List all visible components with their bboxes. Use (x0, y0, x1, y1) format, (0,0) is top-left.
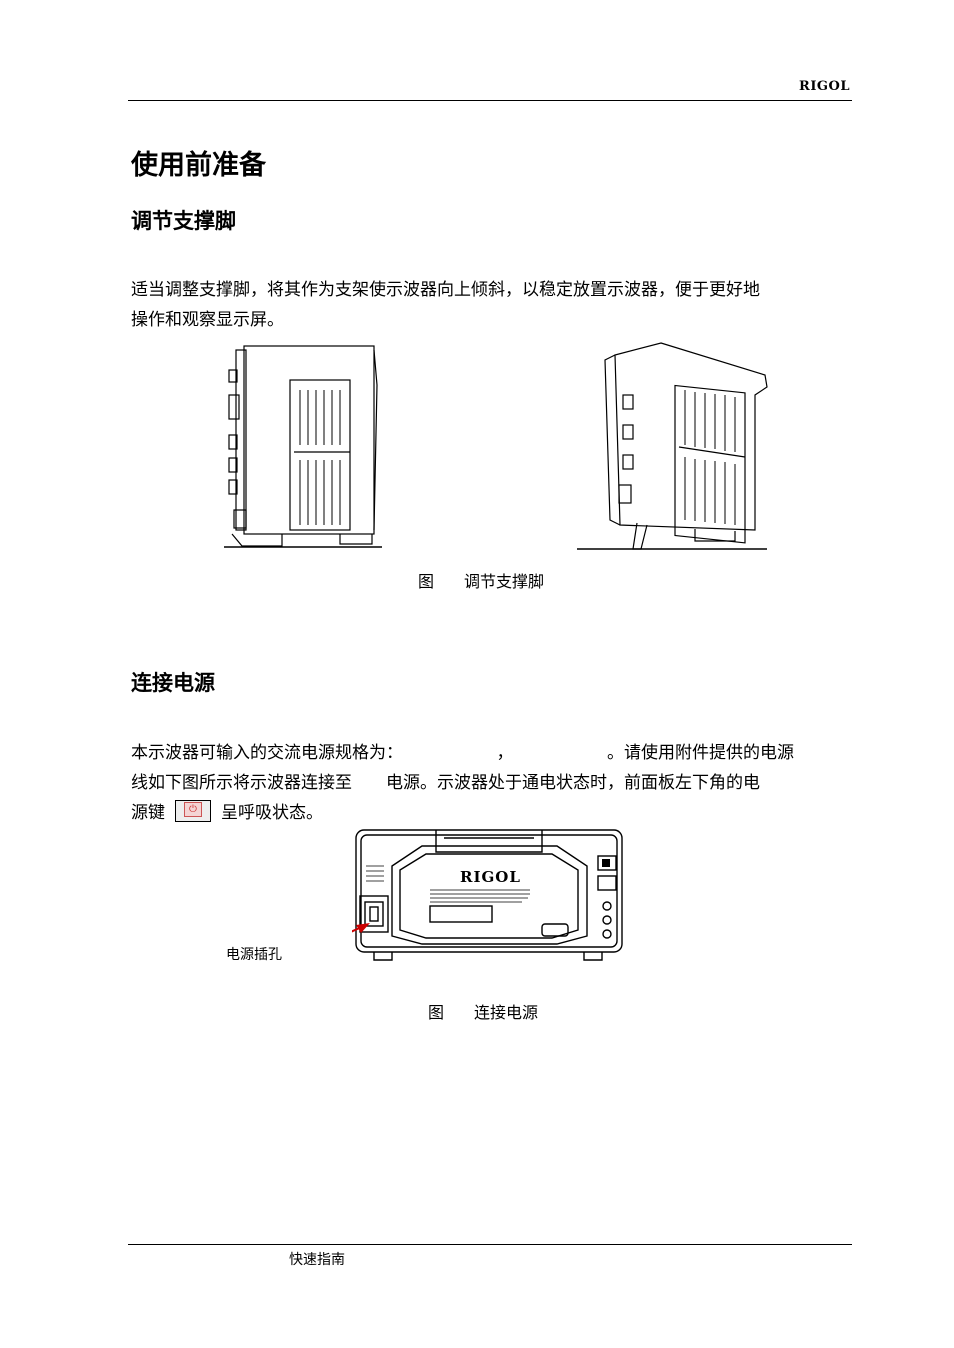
figure1-caption-prefix: 图 (418, 572, 435, 591)
footer-text: 快速指南 (289, 1252, 345, 1268)
section1-paragraph: 适当调整支撑脚，将其作为支架使示波器向上倾斜，以稳定放置示波器，便于更好地 操作… (131, 275, 851, 335)
header-brand: RIGOL (799, 79, 850, 94)
section2-line-2: 线如下图所示将示波器连接至 电源。示波器处于通电状态时，前面板左下角的电 (131, 773, 760, 793)
section-title-connect-power: 连接电源 (131, 671, 215, 695)
section-title-support-feet: 调节支撑脚 (131, 209, 236, 233)
figure-support-feet-left (224, 345, 382, 548)
section2-line-3: 源键 ⏻ 呈呼吸状态。 (131, 798, 851, 828)
callout-power-socket-label: 电源插孔 (226, 947, 282, 963)
section1-line-1: 适当调整支撑脚，将其作为支架使示波器向上倾斜，以稳定放置示波器，便于更好地 (131, 280, 760, 300)
figure2-caption-text: 连接电源 (474, 1003, 539, 1022)
footer-rule (128, 1244, 852, 1245)
section1-line-2: 操作和观察显示屏。 (131, 310, 284, 330)
section2-line-1: 本示波器可输入的交流电源规格为： ， 。请使用附件提供的电源 (131, 743, 794, 763)
page-title: 使用前准备 (131, 150, 266, 181)
section2-paragraph: 本示波器可输入的交流电源规格为： ， 。请使用附件提供的电源 线如下图所示将示波… (131, 738, 851, 828)
section2-line-3-before: 源键 (131, 803, 165, 823)
figure1-caption: 图 调节支撑脚 (418, 568, 544, 592)
figure-support-feet-right (577, 342, 768, 550)
figure1-caption-text: 调节支撑脚 (464, 572, 545, 591)
figure2-caption-prefix: 图 (428, 1003, 445, 1022)
header-rule (128, 100, 852, 101)
section2-line-3-after: 呈呼吸状态。 (221, 803, 323, 823)
device-brand-label: RIGOL (460, 868, 521, 886)
figure-rear-panel (352, 829, 623, 961)
figure2-caption: 图 连接电源 (428, 999, 538, 1023)
power-key-icon: ⏻ (175, 800, 211, 822)
